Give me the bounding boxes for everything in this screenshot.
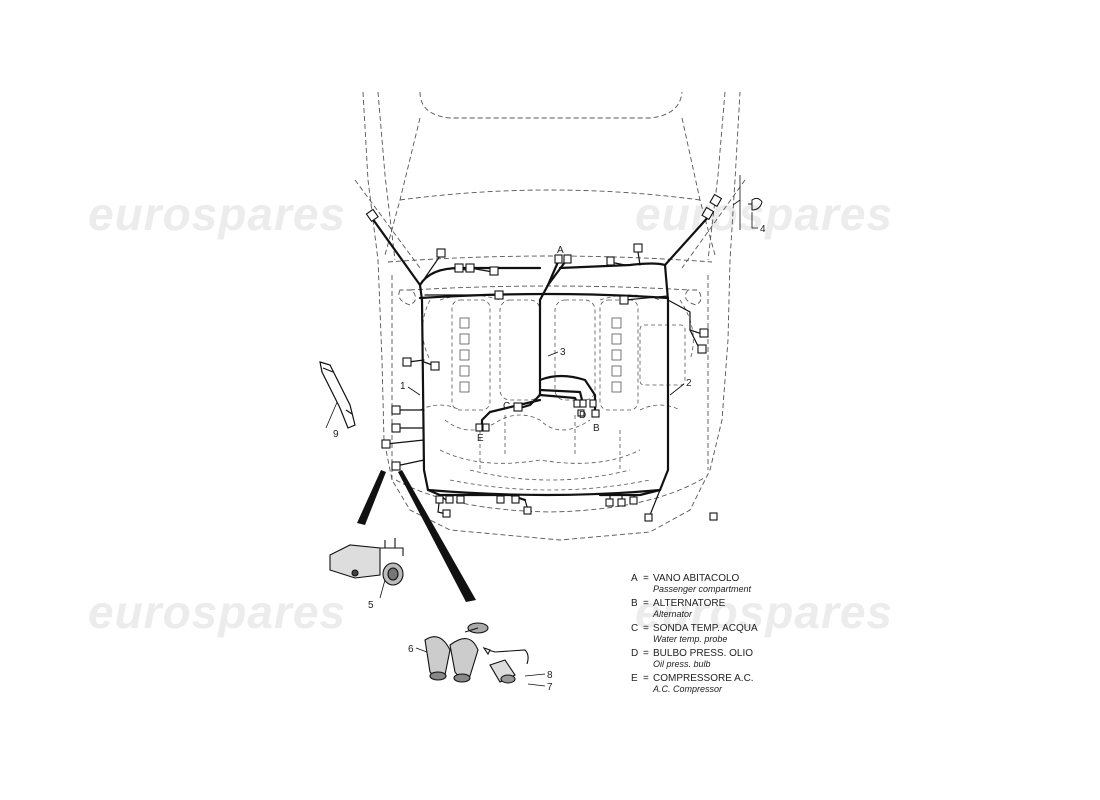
callout-3: 3 [560,347,566,358]
legend-equals: = [643,573,649,584]
callout-b: B [593,423,600,434]
callout-e: E [477,433,484,444]
legend-key: A [631,573,638,584]
watermark-top-left: eurospares [88,188,346,240]
legend: A = VANO ABITACOLO Passenger compartment… [631,573,831,698]
legend-equals: = [643,673,649,684]
part-4-clip [748,197,763,211]
legend-row-b: B = ALTERNATORE Alternator [631,598,831,619]
legend-label: ALTERNATORE [653,598,726,609]
leader-lines [325,175,758,687]
watermark-bottom-right: eurospares [635,586,893,638]
callout-7: 7 [547,682,553,693]
legend-label: SONDA TEMP. ACQUA [653,623,758,634]
legend-text: ALTERNATORE Alternator [653,598,725,619]
legend-translation: Alternator [653,609,693,619]
callout-6: 6 [408,644,414,655]
legend-row-e: E = COMPRESSORE A.C. A.C. Compressor [631,673,831,694]
legend-row-a: A = VANO ABITACOLO Passenger compartment [631,573,831,594]
legend-key: E [631,673,638,684]
legend-key: D [631,648,639,659]
legend-translation: Passenger compartment [653,584,752,594]
legend-row-c: C = SONDA TEMP. ACQUA Water temp. probe [631,623,831,644]
watermark-top-right: eurospares [635,188,893,240]
legend-equals: = [643,598,649,609]
legend-translation: Oil press. bulb [653,659,711,669]
callout-8: 8 [547,670,553,681]
callout-1: 1 [400,381,406,392]
legend-label: COMPRESSORE A.C. [653,673,754,684]
part-7-8-bulb [482,646,529,684]
part-6-horns [424,622,489,683]
legend-label: BULBO PRESS. OLIO [653,648,754,659]
wiring-harness [370,213,712,502]
watermark-bottom-left: eurospares [88,586,346,638]
legend-text: BULBO PRESS. OLIO Oil press. bulb [653,648,753,669]
intake-ports [459,317,622,393]
detail-pointers [357,470,476,602]
legend-equals: = [643,623,649,634]
engine-components [419,294,694,491]
connectors [365,193,723,522]
callout-a: A [557,245,564,256]
callout-2: 2 [686,378,692,389]
legend-equals: = [643,648,649,659]
legend-text: SONDA TEMP. ACQUA Water temp. probe [653,623,758,644]
callout-5: 5 [368,600,374,611]
callout-9: 9 [333,429,339,440]
callout-labels: 1 2 3 4 5 6 7 8 9 A B C D E [333,224,766,693]
watermarks: eurospares eurospares eurospares eurospa… [88,188,893,638]
car-body-outline [354,91,746,541]
legend-label: VANO ABITACOLO [653,573,740,584]
part-5-sensor [329,538,404,586]
legend-translation: A.C. Compressor [653,684,723,694]
part-9-strap [319,361,356,429]
callout-d: D [579,410,586,421]
legend-row-d: D = BULBO PRESS. OLIO Oil press. bulb [631,648,831,669]
legend-text: VANO ABITACOLO Passenger compartment [653,573,751,594]
legend-key: B [631,598,638,609]
legend-text: COMPRESSORE A.C. A.C. Compressor [653,673,754,694]
legend-key: C [631,623,639,634]
legend-translation: Water temp. probe [653,634,728,644]
callout-4: 4 [760,224,766,235]
callout-c: C [503,401,510,412]
